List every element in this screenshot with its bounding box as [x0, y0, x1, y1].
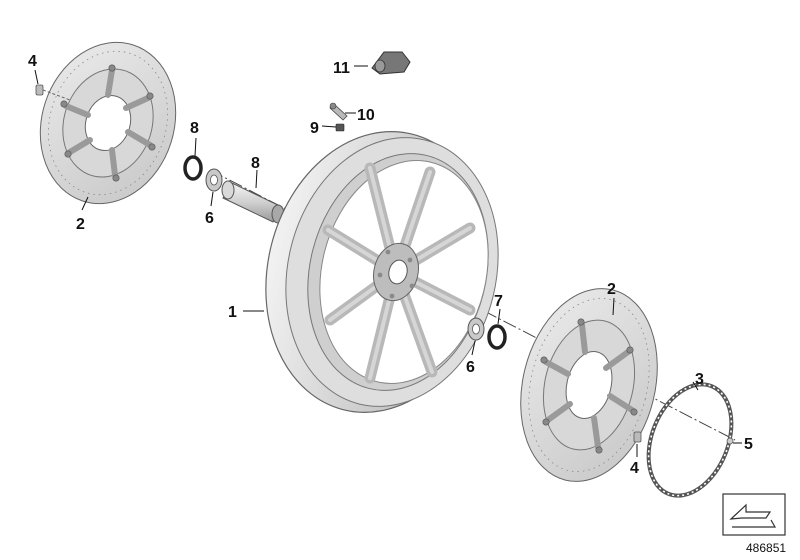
callout-label: 9	[310, 120, 319, 137]
callout-label: 7	[494, 293, 503, 310]
callout-label: 4	[28, 53, 37, 70]
brake-disc-left	[39, 41, 177, 205]
disc-bolt-left	[35, 84, 71, 101]
orientation-arrow-icon	[722, 493, 786, 536]
cast-wheel	[265, 131, 499, 413]
bearing-upper	[205, 168, 223, 192]
shaft-seal-upper	[183, 155, 203, 181]
callout-label: 11	[333, 60, 350, 77]
callout-label: 3	[695, 371, 704, 388]
disc-bolt-right	[633, 431, 642, 443]
callout-label: 6	[466, 359, 475, 376]
callout-label: 10	[357, 107, 375, 124]
callout-label: 2	[76, 216, 85, 233]
callout-label: 5	[744, 436, 753, 453]
tire-valve	[329, 102, 348, 121]
shaft-seal-lower	[487, 324, 507, 350]
spacer-sleeve	[221, 180, 285, 224]
bearing-lower	[467, 317, 485, 341]
callout-label: 8	[251, 155, 260, 172]
abs-sensor-ring	[646, 382, 734, 498]
drawing-reference-number: 486851	[746, 541, 786, 555]
valve-nut	[335, 123, 345, 132]
callout-labels: 4 2 8 6 8 1 11 10 9 7 6 2 3 5 4	[28, 53, 753, 477]
ring-screw	[726, 437, 734, 445]
callout-label: 8	[190, 120, 199, 137]
callout-label: 6	[205, 210, 214, 227]
callout-label: 1	[228, 304, 237, 321]
tire-pressure-sensor	[371, 51, 411, 75]
brake-disc-right	[520, 288, 658, 482]
leader-lines	[34, 65, 742, 457]
callout-label: 4	[630, 460, 639, 477]
callout-label: 2	[607, 281, 616, 298]
